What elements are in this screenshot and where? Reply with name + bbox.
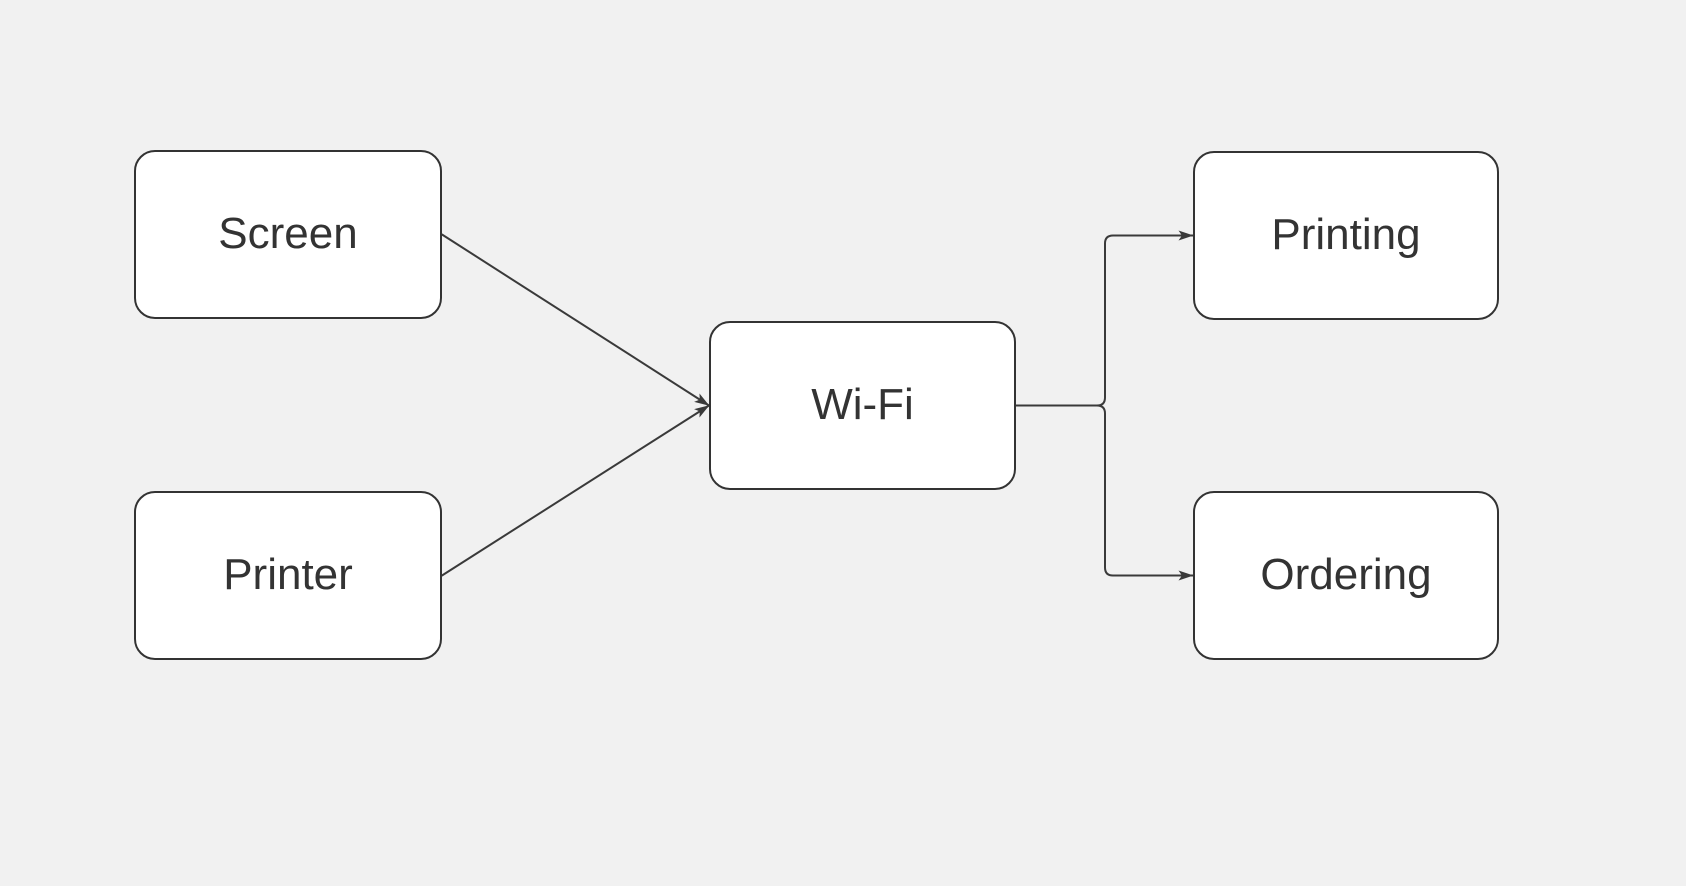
node-ordering-label: Ordering: [1260, 550, 1432, 600]
node-wifi-label: Wi-Fi: [811, 380, 914, 430]
edge-wifi-ordering[interactable]: [1015, 404, 1194, 581]
node-printing-label: Printing: [1271, 210, 1421, 260]
node-ordering[interactable]: Ordering: [1193, 491, 1499, 660]
edge-screen-wifi[interactable]: [441, 233, 710, 407]
node-printing[interactable]: Printing: [1193, 151, 1499, 320]
edge-printer-wifi[interactable]: [441, 404, 710, 577]
node-wifi[interactable]: Wi-Fi: [709, 321, 1016, 490]
node-screen[interactable]: Screen: [134, 150, 442, 319]
edge-wifi-printing[interactable]: [1015, 230, 1194, 407]
node-printer-label: Printer: [223, 550, 353, 600]
node-printer[interactable]: Printer: [134, 491, 442, 660]
node-screen-label: Screen: [218, 209, 358, 259]
